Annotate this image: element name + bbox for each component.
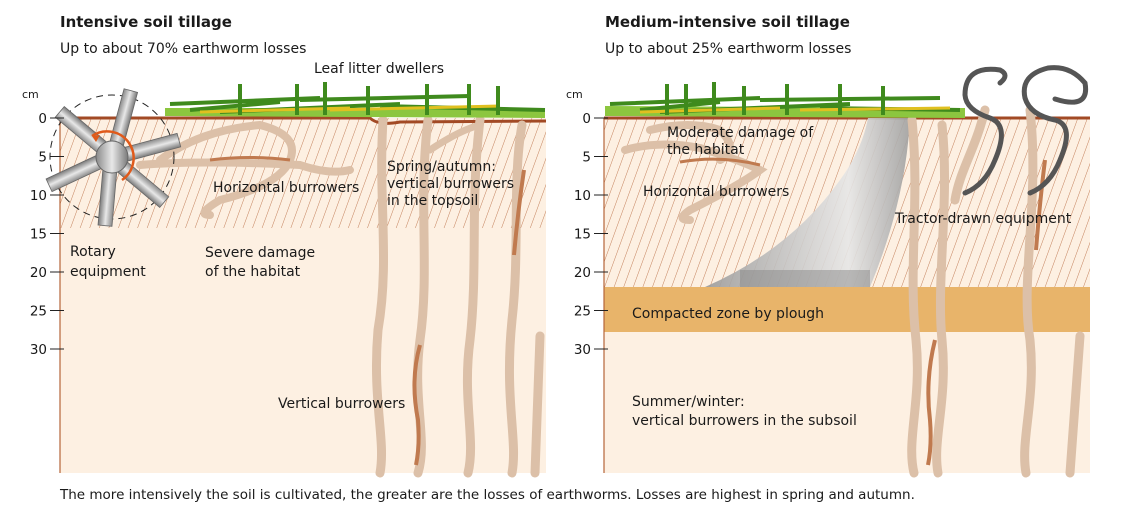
rotary-equipment-icon [45, 88, 182, 227]
depth-tick-label: 0 [582, 111, 591, 127]
earthworm [926, 339, 937, 466]
tractor-equipment-icon [962, 65, 1089, 196]
label-rotary-1: Rotary [70, 244, 116, 260]
depth-tick-label: 0 [38, 111, 47, 127]
burrows [621, 105, 1085, 478]
left-panel-subtitle: Up to about 70% earthworm losses [60, 41, 307, 57]
label-summer-2: vertical burrowers in the subsoil [632, 413, 857, 429]
label-spring-3: in the topsoil [387, 193, 478, 209]
burrows [136, 115, 545, 478]
left-soil-profile: Leaf litter dwellers Horizontal burrower… [22, 61, 547, 478]
depth-tick-label: 10 [574, 188, 591, 204]
caption: The more intensively the soil is cultiva… [60, 487, 915, 503]
depth-tick-label: 5 [582, 150, 591, 166]
earthworm [412, 344, 422, 466]
label-spring-2: vertical burrowers [387, 176, 514, 192]
compacted-zone [604, 287, 1090, 332]
earthworm [1034, 159, 1047, 251]
depth-tick-label: 25 [574, 304, 591, 320]
label-spring-1: Spring/autumn: [387, 159, 496, 175]
depth-tick-label: 5 [38, 150, 47, 166]
depth-scale-left: cm 0 5 10 15 20 25 30 [22, 88, 64, 358]
label-horizontal-burrowers: Horizontal burrowers [213, 180, 359, 196]
earthworm [209, 156, 291, 162]
label-leaf-litter: Leaf litter dwellers [314, 61, 444, 77]
label-compacted-zone: Compacted zone by plough [632, 306, 824, 322]
label-severe-1: Severe damage [205, 245, 315, 261]
earthworm [679, 157, 761, 167]
right-soil-profile: Moderate damage of the habitat Horizonta… [566, 65, 1090, 478]
label-rotary-2: equipment [70, 264, 146, 280]
depth-scale-right: cm 0 5 10 15 20 25 30 [566, 88, 608, 358]
label-vertical-burrowers: Vertical burrowers [278, 396, 405, 412]
depth-tick-label: 30 [30, 342, 47, 358]
label-tractor-equipment: Tractor-drawn equipment [894, 211, 1072, 227]
depth-unit-label: cm [566, 88, 583, 101]
depth-tick-label: 20 [30, 265, 47, 281]
plough-blade-icon [705, 118, 910, 287]
earthworm [512, 169, 526, 256]
depth-unit-label: cm [22, 88, 39, 101]
label-moderate-2: the habitat [667, 142, 745, 158]
leaf-litter [605, 82, 965, 118]
label-summer-1: Summer/winter: [632, 394, 745, 410]
depth-tick-label: 15 [30, 227, 47, 243]
label-moderate-1: Moderate damage of [667, 125, 814, 141]
depth-tick-label: 30 [574, 342, 591, 358]
leaf-litter [165, 82, 546, 118]
label-horizontal-burrowers: Horizontal burrowers [643, 184, 789, 200]
depth-tick-label: 10 [30, 188, 47, 204]
left-panel-title: Intensive soil tillage [60, 13, 232, 31]
right-panel-title: Medium-intensive soil tillage [605, 13, 850, 31]
label-severe-2: of the habitat [205, 264, 301, 280]
depth-tick-label: 15 [574, 227, 591, 243]
depth-tick-label: 20 [574, 265, 591, 281]
right-panel-subtitle: Up to about 25% earthworm losses [605, 41, 852, 57]
depth-tick-label: 25 [30, 304, 47, 320]
